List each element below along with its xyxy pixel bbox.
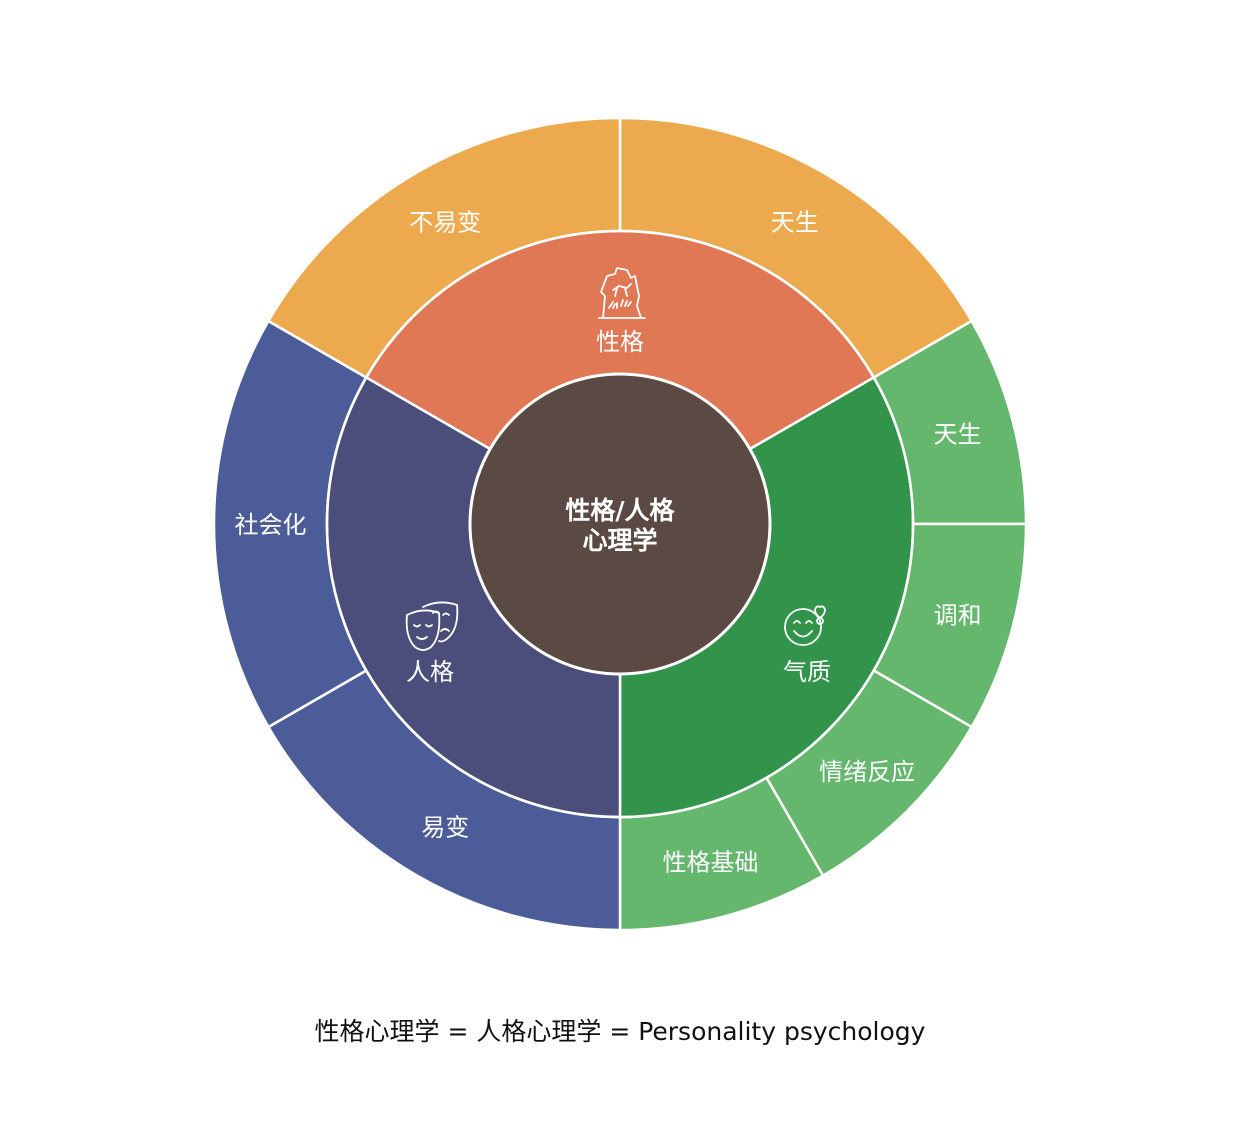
- core-disc: [468, 372, 772, 676]
- caption: 性格心理学 = 人格心理学 = Personality psychology: [314, 1017, 926, 1046]
- smiley-heart-icon: [784, 605, 826, 646]
- core-label-line1: 性格/人格: [565, 496, 675, 525]
- core-label-line2: 心理学: [582, 526, 657, 555]
- outer-segment-label: 天生: [771, 208, 819, 236]
- ring-separator: [325, 229, 915, 819]
- middle-segment-label: 气质: [783, 658, 831, 686]
- rock-painting-icon: [598, 267, 646, 319]
- outer-segment-label: 调和: [934, 601, 982, 629]
- theater-masks-icon: [405, 601, 459, 651]
- outer-segment-label: 天生: [934, 421, 982, 449]
- outer-segment-label: 不易变: [409, 208, 481, 236]
- middle-segment-label: 人格: [406, 658, 454, 686]
- outer-segment-label: 易变: [421, 814, 469, 842]
- outer-segment-label: 情绪反应: [819, 758, 915, 786]
- outer-segment-label: 性格基础: [662, 849, 758, 877]
- middle-segment-label: 性格: [596, 328, 644, 356]
- core-circle: 性格/人格 心理学: [468, 372, 772, 676]
- icons-layer: [405, 267, 826, 651]
- outer-segment-label: 社会化: [235, 511, 307, 539]
